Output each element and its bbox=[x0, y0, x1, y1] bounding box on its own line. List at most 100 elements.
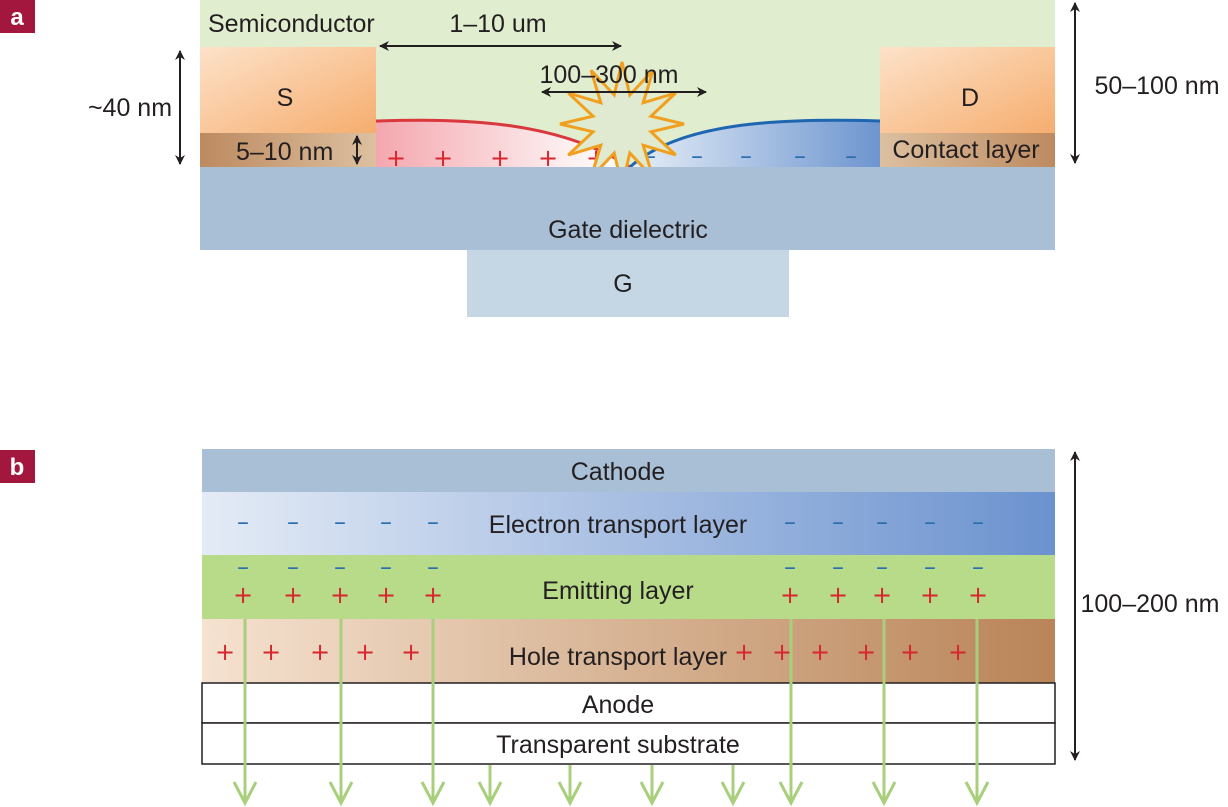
electron-charge: – bbox=[740, 142, 752, 170]
light-ray-arrowhead bbox=[964, 781, 990, 807]
electron-charge: – bbox=[794, 142, 806, 170]
cathode-layer bbox=[202, 449, 1055, 492]
hole-charge: + bbox=[386, 144, 406, 172]
hole-charge: + bbox=[490, 144, 510, 172]
electron-charge: – bbox=[237, 508, 249, 536]
hole-charge: + bbox=[856, 638, 876, 666]
electron-accumulation-region bbox=[630, 120, 880, 167]
hole-charge: + bbox=[828, 581, 848, 609]
hole-charge: + bbox=[538, 144, 558, 172]
hole-accumulation-region bbox=[376, 120, 630, 167]
electron-charge: – bbox=[972, 553, 984, 581]
transparent-substrate bbox=[201, 722, 1056, 765]
hole-charge: + bbox=[433, 144, 453, 172]
panel-b-tag: b bbox=[10, 454, 25, 481]
electron-charge: – bbox=[832, 508, 844, 536]
hole-charge: + bbox=[423, 581, 443, 609]
light-ray-arrowhead bbox=[232, 781, 258, 807]
hole-charge: + bbox=[780, 581, 800, 609]
electron-charge: – bbox=[380, 553, 392, 581]
light-ray-arrowhead bbox=[328, 781, 354, 807]
source-label: S bbox=[277, 84, 294, 112]
hole-charge: + bbox=[330, 581, 350, 609]
light-ray-arrowhead bbox=[871, 781, 897, 807]
gate-dielectric-label: Gate dielectric bbox=[548, 216, 708, 244]
light-ray-arrowhead bbox=[420, 781, 446, 807]
gate-electrode bbox=[467, 250, 789, 317]
charges-b: ––+––+––+––+––+––+––+––+––+––+++++++++++… bbox=[215, 508, 988, 666]
electron-charge: – bbox=[287, 508, 299, 536]
hole-charge: + bbox=[215, 638, 235, 666]
source-contact-layer bbox=[200, 133, 376, 167]
drain-electrode bbox=[880, 47, 1055, 133]
hole-charge: + bbox=[355, 638, 375, 666]
substrate-label: Transparent substrate bbox=[496, 731, 740, 759]
electron-charge: – bbox=[691, 142, 703, 170]
recombination-zone-label: 100–300 nm bbox=[539, 61, 678, 89]
electron-charge: – bbox=[924, 508, 936, 536]
electron-charge: – bbox=[845, 142, 857, 170]
contact-thickness-label: 5–10 nm bbox=[236, 138, 333, 166]
gate-dielectric bbox=[200, 167, 1055, 250]
electron-charge: – bbox=[876, 553, 888, 581]
panel-a-tag-bg bbox=[0, 0, 35, 33]
electron-charge: – bbox=[427, 553, 439, 581]
electron-charge: – bbox=[427, 508, 439, 536]
panel-b: b Cathode Electron transport layer Emitt… bbox=[0, 449, 1220, 807]
electron-boundary bbox=[628, 118, 881, 169]
electron-charge: – bbox=[784, 553, 796, 581]
electron-charge: – bbox=[380, 508, 392, 536]
light-rays bbox=[232, 619, 990, 807]
electron-transport-layer bbox=[202, 492, 1055, 555]
drain-contact-layer bbox=[880, 133, 1055, 167]
light-ray-arrowhead bbox=[720, 781, 746, 807]
hole-charge: + bbox=[376, 581, 396, 609]
light-ray-arrowhead bbox=[778, 781, 804, 807]
hole-charge: + bbox=[872, 581, 892, 609]
hole-charge: + bbox=[734, 638, 754, 666]
emitting-label: Emitting layer bbox=[542, 577, 693, 605]
electrons-a: ––––– bbox=[644, 142, 857, 170]
electron-charge: – bbox=[832, 553, 844, 581]
hole-charge: + bbox=[283, 581, 303, 609]
anode-label: Anode bbox=[582, 691, 654, 719]
gate-label: G bbox=[613, 270, 632, 298]
cathode-label: Cathode bbox=[571, 458, 666, 486]
panel-a-tag: a bbox=[10, 4, 24, 31]
hole-charge: + bbox=[233, 581, 253, 609]
electron-charge: – bbox=[237, 553, 249, 581]
electron-charge: – bbox=[924, 553, 936, 581]
drain-label: D bbox=[961, 84, 979, 112]
electron-transport-label: Electron transport layer bbox=[489, 511, 747, 539]
electron-charge: – bbox=[972, 508, 984, 536]
electron-charge: – bbox=[876, 508, 888, 536]
hole-transport-label: Hole transport layer bbox=[509, 643, 727, 671]
hole-charge: + bbox=[261, 638, 281, 666]
light-ray-arrowhead bbox=[477, 781, 503, 807]
light-ray-arrowhead bbox=[639, 781, 665, 807]
hole-charge: + bbox=[772, 638, 792, 666]
panel-b-tag-bg bbox=[0, 450, 35, 483]
hole-charge: + bbox=[401, 638, 421, 666]
electron-charge: – bbox=[334, 553, 346, 581]
hole-charge: + bbox=[948, 638, 968, 666]
light-ray-arrowhead bbox=[557, 781, 583, 807]
electron-charge: – bbox=[784, 508, 796, 536]
hole-charge: + bbox=[968, 581, 988, 609]
hole-transport-layer bbox=[202, 619, 1055, 683]
electron-charge: – bbox=[287, 553, 299, 581]
hole-charge: + bbox=[310, 638, 330, 666]
source-electrode bbox=[200, 47, 376, 133]
channel-length-label: 1–10 um bbox=[449, 10, 546, 38]
hole-charge: + bbox=[920, 581, 940, 609]
hole-charge: + bbox=[900, 638, 920, 666]
anode-layer bbox=[201, 682, 1056, 724]
oled-thickness-label: 100–200 nm bbox=[1080, 590, 1219, 618]
panel-a: a Semiconductor S 5–10 nm D Contact laye… bbox=[0, 0, 1220, 317]
source-height-label: ~40 nm bbox=[88, 94, 172, 122]
contact-layer-label: Contact layer bbox=[892, 136, 1039, 164]
emitting-layer bbox=[202, 555, 1055, 619]
semiconductor-label: Semiconductor bbox=[208, 10, 375, 38]
total-thickness-label: 50–100 nm bbox=[1094, 72, 1219, 100]
